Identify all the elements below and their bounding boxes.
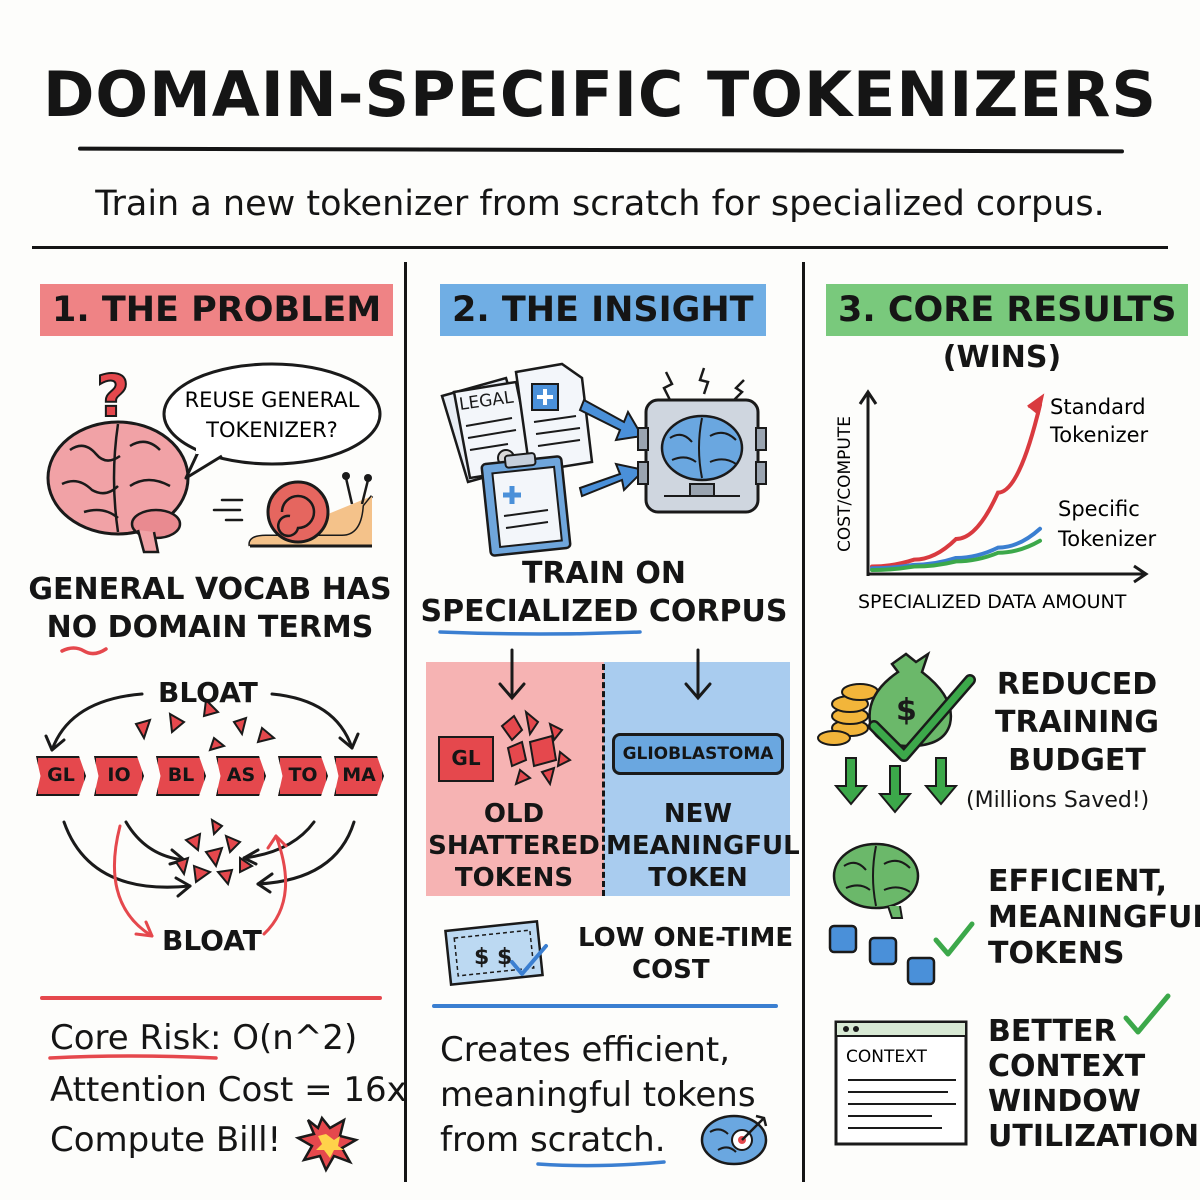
problem-caption-1: GENERAL VOCAB HAS (28, 572, 392, 607)
risk-line-2: Attention Cost = 16x (50, 1070, 407, 1110)
brain-icon (832, 842, 920, 919)
train-caption-1: TRAIN ON (521, 556, 687, 591)
insight-summary: Creates efficient, meaningful tokens fro… (440, 1030, 756, 1160)
coins-icon (817, 683, 879, 746)
checkmark-icon (870, 676, 974, 760)
token-fragment: AS (216, 756, 266, 796)
token-fragment: GL (36, 756, 86, 796)
bloat-label-top: BLOAT (158, 676, 258, 709)
scratch-underline (536, 1160, 666, 1168)
svg-text:CONTEXT: CONTEXT (846, 1047, 927, 1067)
arrow-icons (578, 398, 647, 498)
bubble-text-2: TOKENIZER? (205, 418, 338, 442)
no-word: NO (46, 610, 98, 645)
problem-separator (40, 996, 382, 1000)
y-axis-arrow (858, 389, 878, 405)
insight-header: 2. THE INSIGHT (440, 284, 766, 336)
money-check-icon: $ $ (444, 919, 548, 987)
column-divider-2 (802, 262, 805, 1182)
page-title: DOMAIN-SPECIFIC TOKENIZERS (42, 58, 1158, 131)
column-divider-1 (404, 262, 407, 1182)
down-arrow-icon (498, 648, 712, 701)
budget-caption: REDUCED TRAINING BUDGET (995, 667, 1159, 778)
speech-bubble: REUSE GENERAL TOKENIZER? (162, 362, 382, 480)
shattered-token-icon (500, 709, 572, 787)
bloat-label-bottom: BLOAT (162, 924, 262, 957)
risk-line-3: Compute Bill! (50, 1120, 282, 1160)
legend-specific-1: Specific (1058, 497, 1140, 521)
new-token-panel (604, 662, 790, 896)
context-window-icon: CONTEXT (834, 1020, 968, 1146)
problem-illustrations: ? REUSE GENERAL TOKENIZER? (44, 361, 382, 1173)
subtitle: Train a new tokenizer from scratch for s… (95, 184, 1105, 224)
legend-specific-2: Tokenizer (1057, 527, 1157, 551)
token-fragment: IO (94, 756, 144, 796)
results-header: 3. CORE RESULTS (826, 284, 1189, 336)
problem-caption-2: NO DOMAIN TERMS (46, 610, 374, 645)
svg-text:$: $ (896, 693, 917, 728)
brain-chip-icon (637, 367, 767, 514)
down-arrow-icon (833, 757, 959, 814)
panel-divider (602, 664, 605, 896)
question-mark-icon: ? (95, 361, 131, 431)
x-axis-label: SPECIALIZED DATA AMOUNT (858, 591, 1127, 613)
token-fragment: MA (334, 756, 384, 796)
legend-standard-2: Tokenizer (1049, 423, 1149, 447)
token-blocks-icon (828, 924, 936, 986)
svg-text:?: ? (96, 362, 130, 430)
cost-caption: LOW ONE-TIME COST (578, 923, 794, 985)
token-fragment: BL (156, 756, 206, 796)
train-caption-2: SPECIALIZED CORPUS (420, 594, 788, 629)
efficient-caption: EFFICIENT, MEANINGFUL TOKENS (988, 864, 1200, 971)
checkmark-icon (933, 921, 975, 957)
old-token-box: GL (438, 736, 494, 782)
legend-standard-1: Standard (1050, 395, 1146, 419)
token-shards (134, 697, 277, 887)
insight-illustrations: LEGAL (438, 362, 768, 1168)
series-line-0 (870, 402, 1042, 569)
brain-target-icon (700, 1114, 768, 1166)
series-line-2 (870, 538, 1042, 572)
series-arrowhead (1027, 393, 1045, 416)
context-caption: BETTER CONTEXT WINDOW UTILIZATION (988, 1014, 1200, 1154)
svg-text:$ $: $ $ (474, 945, 512, 970)
token-fragment: TO (278, 756, 328, 796)
new-token-caption: NEW MEANINGFUL TOKEN (606, 799, 800, 893)
x-axis-arrow (1133, 564, 1149, 584)
results-illustrations: $ CONTEXT (817, 650, 1171, 1146)
series-layer (870, 393, 1045, 572)
header-rule (32, 246, 1168, 249)
bloat-arrows-red (113, 824, 288, 938)
checkmark-icon (1123, 993, 1171, 1035)
old-tokens-caption: OLD SHATTERED TOKENS (428, 799, 600, 893)
y-axis-label: COST/COMPUTE (835, 416, 855, 552)
specialized-underline (438, 630, 642, 636)
clipboard-icon (480, 452, 572, 557)
medical-document-icon (514, 362, 594, 474)
brain-icon (46, 420, 190, 554)
new-token-box: GLIOBLASTOMA (612, 733, 784, 775)
risk-underline (48, 1054, 218, 1060)
results-subheader: (WINS) (942, 340, 1062, 375)
snail-icon (212, 472, 374, 548)
bubble-text-1: REUSE GENERAL (185, 388, 360, 412)
no-underline (60, 646, 108, 656)
cost-chart: COST/COMPUTE SPECIALIZED DATA AMOUNT Sta… (835, 389, 1157, 613)
budget-note: (Millions Saved!) (966, 788, 1150, 813)
problem-header: 1. THE PROBLEM (40, 284, 394, 336)
explosion-icon (294, 1115, 360, 1173)
risk-line-1: Core Risk: O(n^2) (50, 1018, 358, 1058)
insight-separator (432, 1004, 778, 1008)
